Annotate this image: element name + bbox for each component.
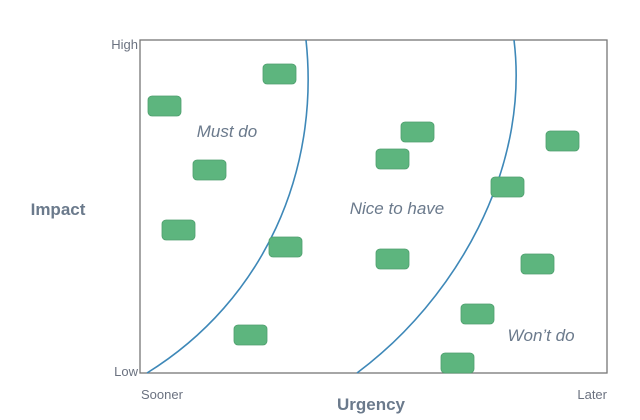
sticky-note[interactable] — [161, 219, 196, 241]
sticky-note[interactable] — [460, 303, 495, 325]
zone-label-must-do: Must do — [197, 122, 257, 141]
sticky-note[interactable] — [520, 253, 555, 275]
y-axis-title: Impact — [31, 200, 86, 219]
sticky-note[interactable] — [147, 95, 182, 117]
zone-label-wont-do: Won’t do — [507, 326, 574, 345]
x-axis-later-label: Later — [577, 387, 607, 402]
sticky-note[interactable] — [375, 148, 410, 170]
sticky-note[interactable] — [262, 63, 297, 85]
sticky-note[interactable] — [192, 159, 227, 181]
sticky-note[interactable] — [400, 121, 435, 143]
x-axis-sooner-label: Sooner — [141, 387, 184, 402]
sticky-note[interactable] — [490, 176, 525, 198]
sticky-note[interactable] — [233, 324, 268, 346]
sticky-note[interactable] — [268, 236, 303, 258]
sticky-note[interactable] — [375, 248, 410, 270]
x-axis-title: Urgency — [337, 395, 406, 414]
sticky-note[interactable] — [545, 130, 580, 152]
y-axis-low-label: Low — [114, 364, 138, 379]
y-axis-high-label: High — [111, 37, 138, 52]
wont-do-boundary-curve — [356, 39, 517, 374]
zone-label-nice-to-have: Nice to have — [350, 199, 445, 218]
must-do-boundary-curve — [146, 39, 309, 374]
matrix-frame — [139, 39, 608, 374]
sticky-note[interactable] — [440, 352, 475, 374]
